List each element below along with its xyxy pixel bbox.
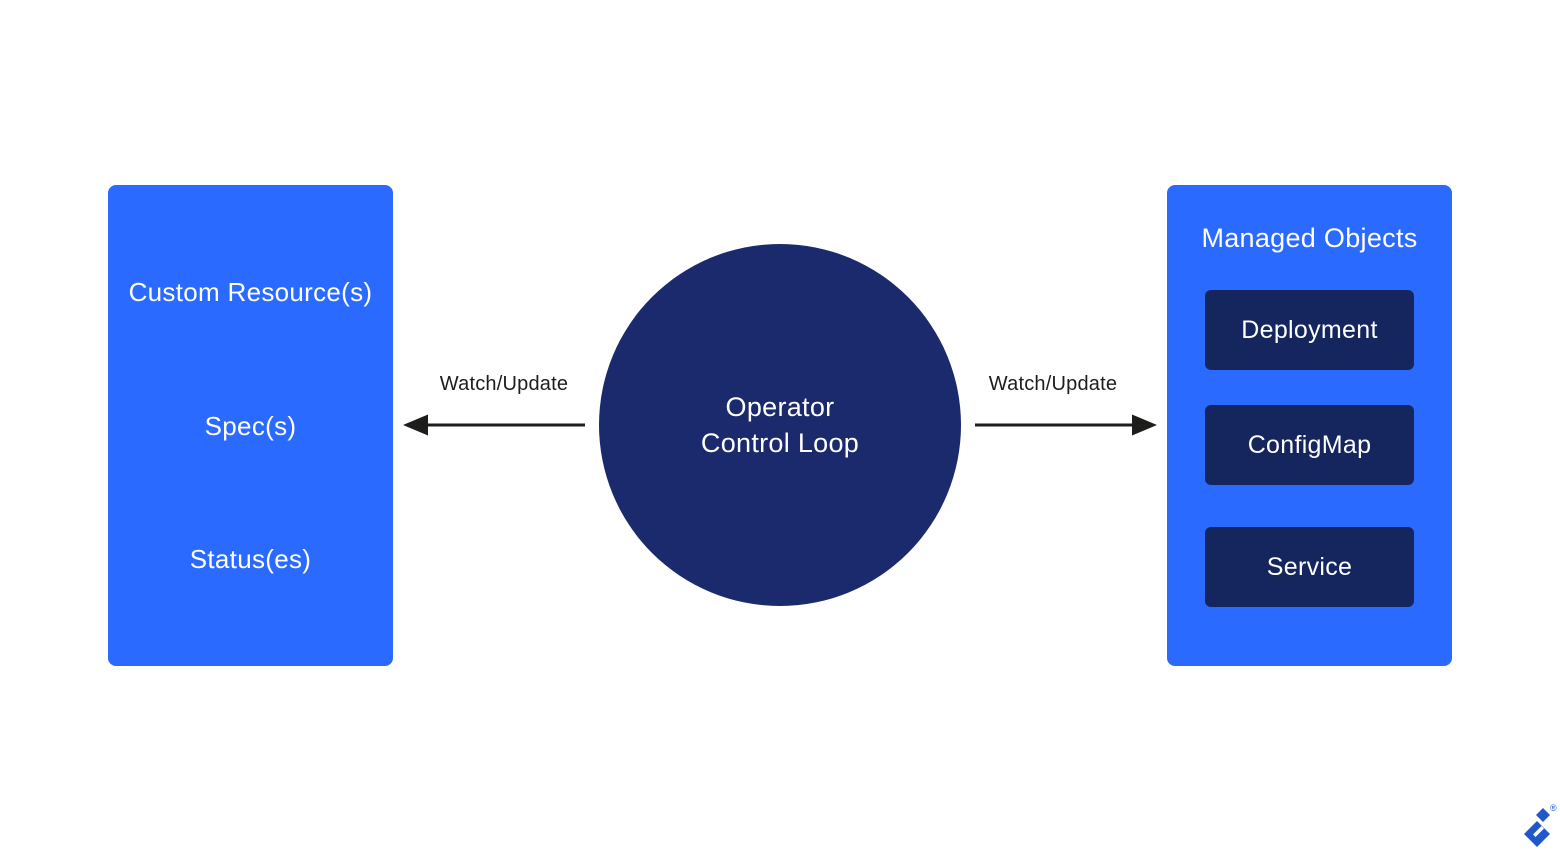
custom-resources-label: Custom Resource(s) (128, 277, 373, 307)
deployment-box: Deployment (1205, 290, 1414, 370)
operator-control-loop-circle: Operator Control Loop (599, 244, 961, 606)
configmap-label: ConfigMap (1247, 430, 1372, 459)
toptal-logo: ® (1523, 804, 1559, 851)
toptal-logo-icon (1524, 808, 1550, 847)
managed-objects-title: Managed Objects (1201, 223, 1418, 253)
operator-label-line1: Operator (725, 392, 835, 422)
operator-label-line2: Control Loop (700, 428, 860, 458)
watch-update-label-left: Watch/Update (439, 373, 569, 395)
registered-trademark-symbol: ® (1550, 803, 1557, 813)
watch-update-label-right: Watch/Update (988, 373, 1118, 395)
deployment-label: Deployment (1241, 315, 1378, 344)
configmap-box: ConfigMap (1205, 405, 1414, 485)
statuses-label: Status(es) (189, 544, 312, 574)
arrow-left-icon (403, 414, 585, 436)
service-label: Service (1266, 552, 1353, 581)
specs-label: Spec(s) (204, 410, 297, 441)
managed-objects-panel: Managed Objects Deployment ConfigMap Ser… (1167, 185, 1452, 666)
service-box: Service (1205, 527, 1414, 607)
arrow-right-icon (975, 414, 1157, 436)
custom-resources-panel: Custom Resource(s) Spec(s) Status(es) (108, 185, 393, 666)
